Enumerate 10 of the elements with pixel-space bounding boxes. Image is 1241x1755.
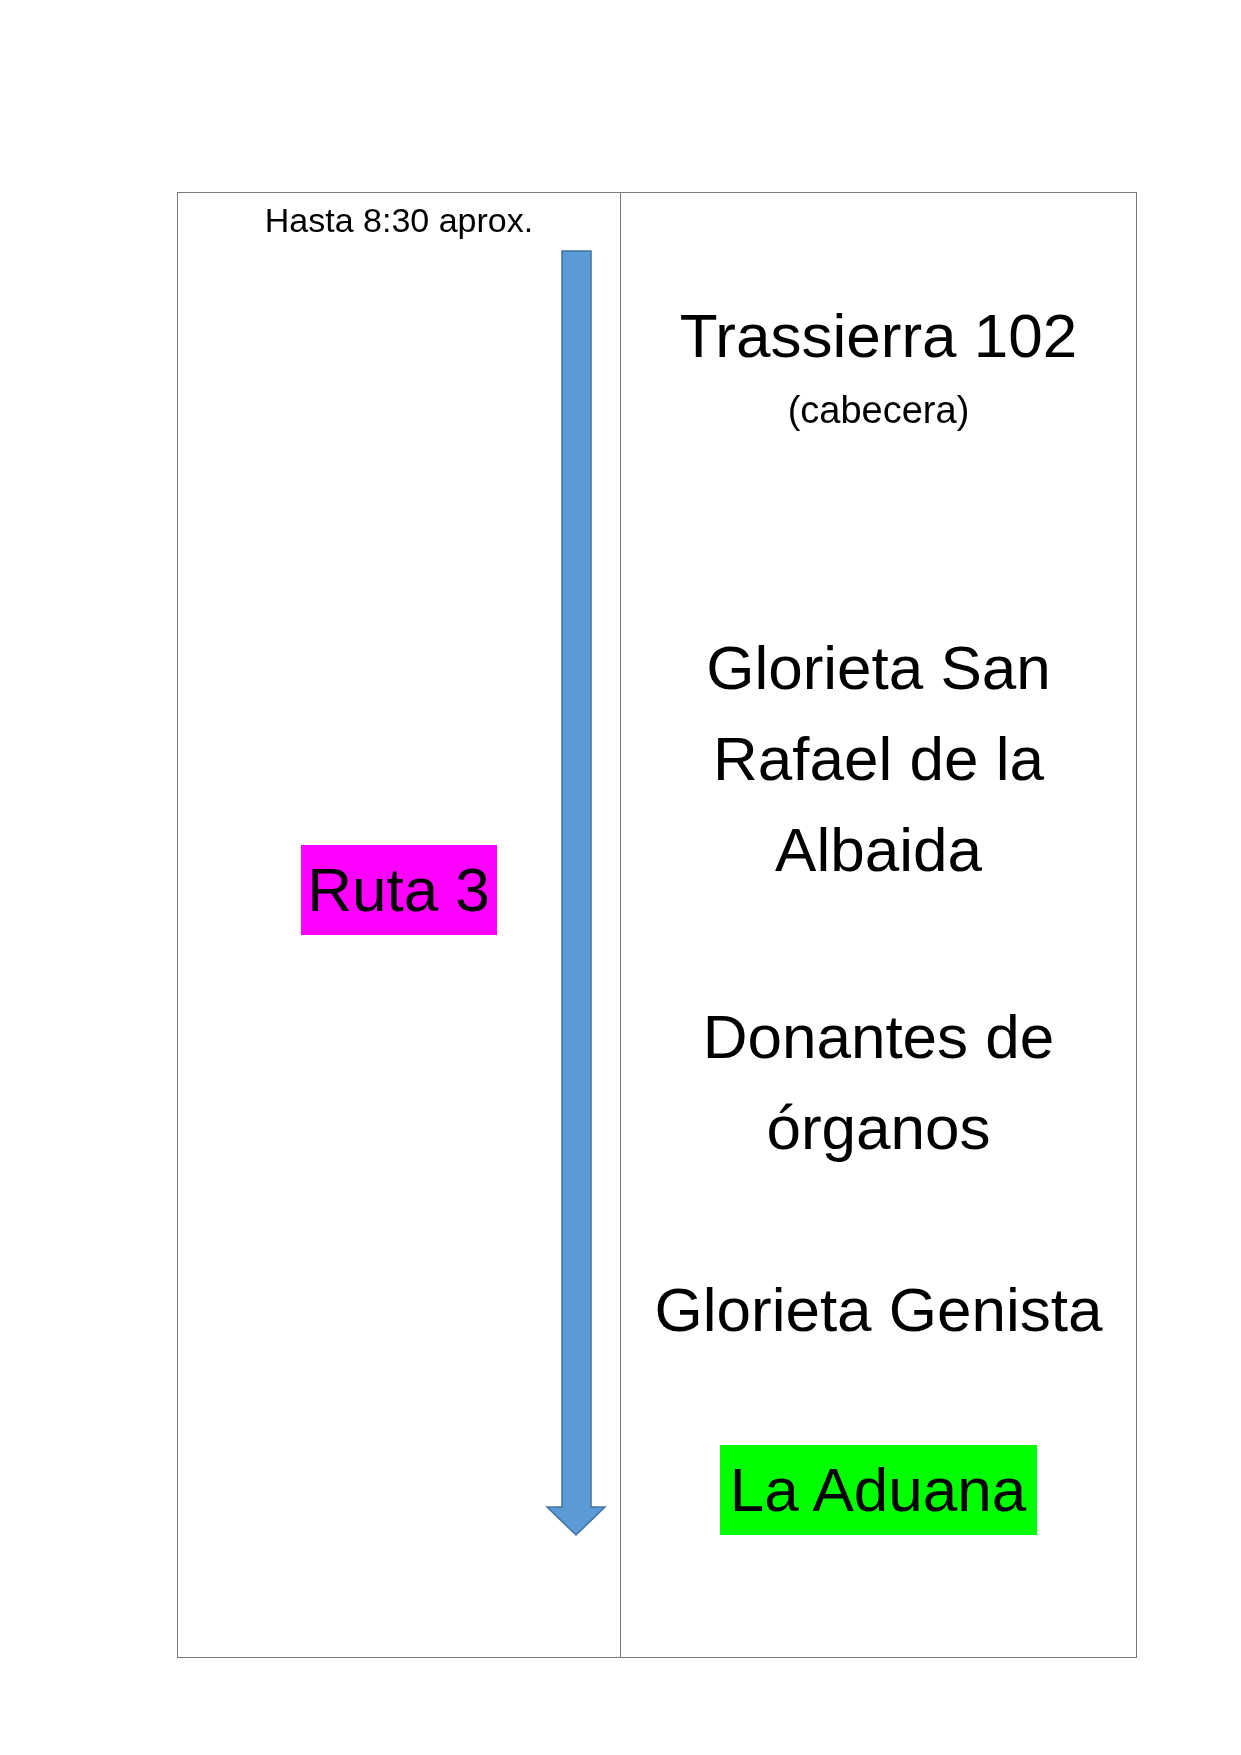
table-cell [620, 192, 1137, 1658]
stop-name: Glorieta Genista [654, 1273, 1103, 1346]
stop-note: (cabecera) [787, 387, 970, 433]
time-note: Hasta 8:30 aprox. [264, 199, 534, 240]
table-cell [177, 192, 621, 1658]
stop-name: La Aduana [719, 1444, 1037, 1535]
stop-name: Donantes de órganos [701, 1001, 1056, 1164]
stop-name: Glorieta San Rafael de la Albaida [705, 632, 1052, 886]
stop-name: Trassierra 102 [679, 299, 1078, 372]
route-label: Ruta 3 [300, 844, 497, 935]
